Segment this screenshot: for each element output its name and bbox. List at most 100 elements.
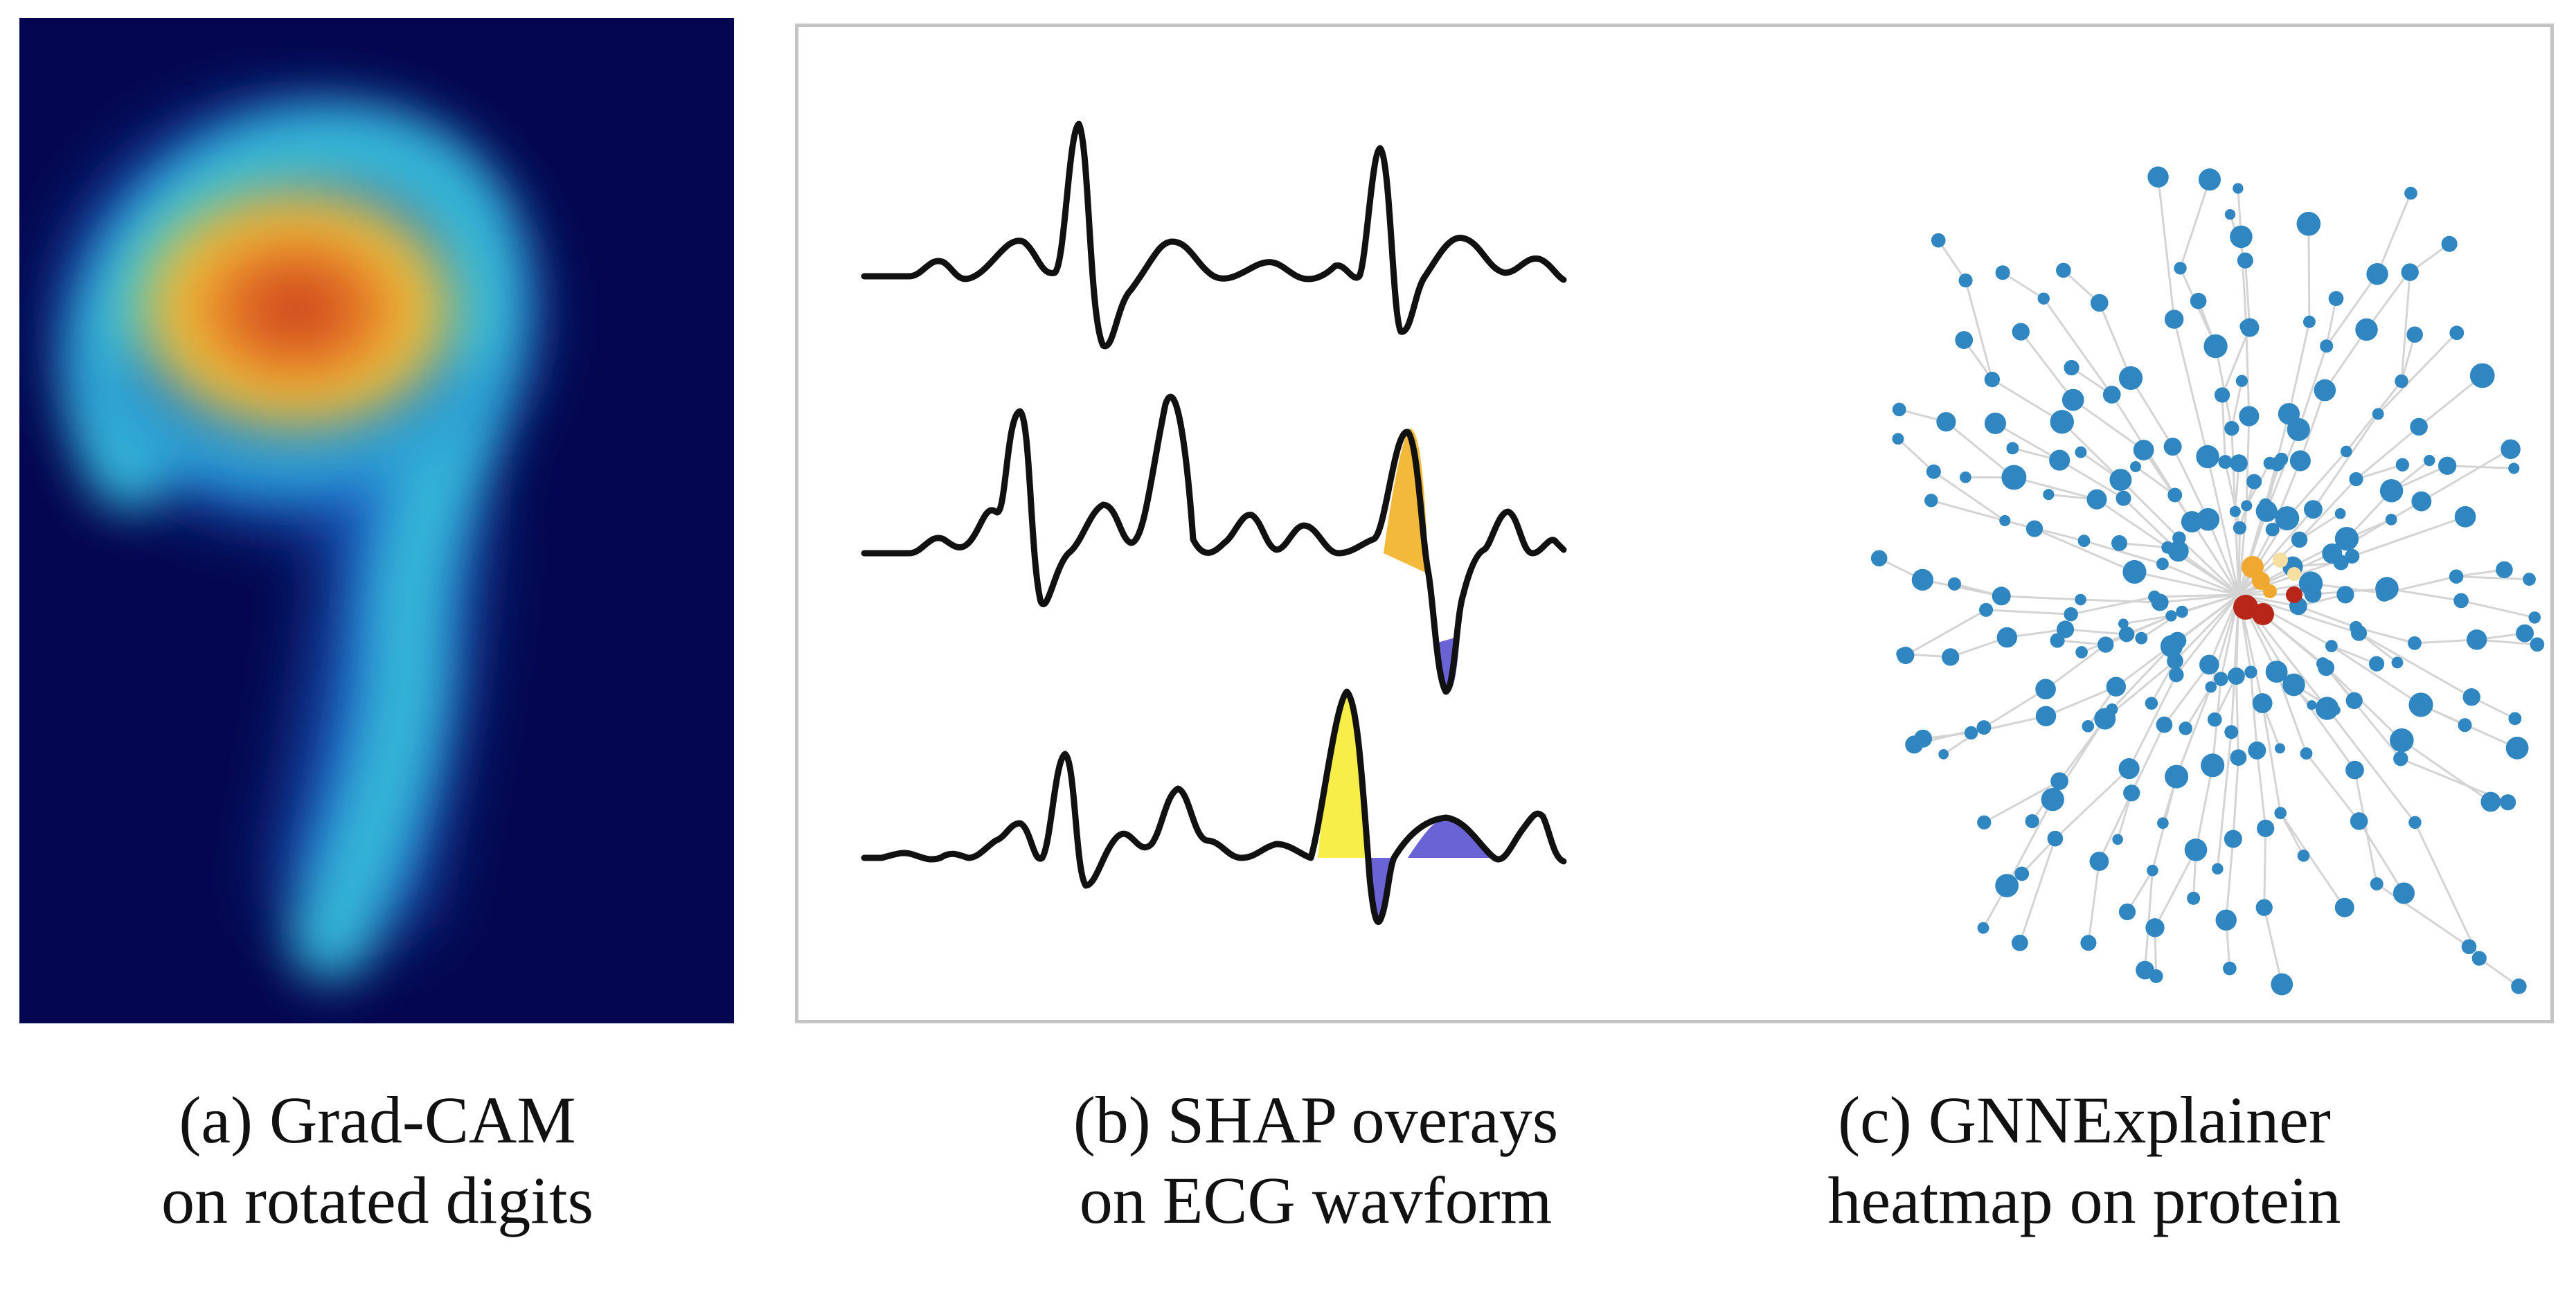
graph-node <box>2167 487 2183 503</box>
graph-node <box>2165 764 2189 789</box>
graph-node <box>2064 359 2079 376</box>
graph-node <box>2145 918 2165 937</box>
graph-edge <box>1983 780 2060 824</box>
graph-node <box>2508 712 2522 726</box>
graph-node <box>2164 309 2184 329</box>
graph-edge <box>2356 463 2403 481</box>
graph-edge <box>1922 578 2002 598</box>
graph-node <box>1936 412 1956 432</box>
graph-node <box>2056 620 2075 638</box>
graph-node <box>1979 602 1994 617</box>
graph-node <box>2047 830 2064 847</box>
graph-node <box>2395 374 2408 388</box>
graph-node <box>2230 454 2248 472</box>
graph-edge <box>2237 539 2300 596</box>
graph-node <box>2401 263 2419 281</box>
graph-node <box>2187 891 2201 905</box>
graph-edge <box>2331 645 2422 706</box>
graph-edge <box>2245 415 2251 506</box>
graph-node <box>1995 265 2010 280</box>
graph-edge <box>2460 600 2535 619</box>
graph-edge <box>2080 598 2161 604</box>
graph-node <box>1977 922 1989 934</box>
graph-node <box>2297 850 2310 862</box>
graph-node <box>1995 874 2019 897</box>
graph-node <box>2248 741 2266 760</box>
graph-edge <box>2286 451 2347 519</box>
graph-edge <box>2288 321 2311 415</box>
graph-edge <box>2224 461 2241 528</box>
graph-node <box>2255 899 2273 916</box>
graph-edge <box>2263 828 2267 908</box>
graph-node <box>2395 458 2410 472</box>
graph-edge <box>2230 594 2240 733</box>
graph-node <box>2322 543 2343 564</box>
graph-node <box>1958 273 1973 288</box>
graph-node <box>2035 706 2057 726</box>
graph-node <box>1984 371 2001 388</box>
graph-edge <box>2021 838 2056 874</box>
graph-node <box>2274 807 2287 820</box>
graph-edge <box>2043 298 2113 395</box>
graph-node <box>2001 465 2027 490</box>
graph-node <box>2167 540 2189 562</box>
graph-edge <box>1945 421 2015 478</box>
graph-edge <box>2135 465 2176 496</box>
graph-node <box>2461 939 2477 955</box>
graph-node <box>2241 500 2253 512</box>
graph-node <box>2244 665 2257 679</box>
graph-edge <box>2230 380 2243 429</box>
graph-node <box>1947 577 1962 591</box>
graph-node <box>2282 673 2305 697</box>
graph-edge <box>2172 446 2210 520</box>
graph-node <box>2291 531 2308 548</box>
graph-edge <box>1983 688 2046 728</box>
graph-node <box>2349 472 2363 487</box>
graph-node <box>2106 703 2118 715</box>
graph-edge <box>2123 614 2172 625</box>
graph-edge <box>2478 957 2520 987</box>
graph-edge <box>2144 870 2154 971</box>
graph-node <box>2080 935 2097 951</box>
graph-node <box>2165 610 2177 622</box>
graph-edge <box>2354 769 2378 884</box>
graph-node <box>2350 812 2368 830</box>
shap-negative-overlay-3b <box>1408 817 1494 858</box>
graph-node <box>1938 749 1949 760</box>
graph-edge <box>2005 798 2054 886</box>
graph-node <box>2184 838 2208 861</box>
graph-edge <box>2418 375 2483 428</box>
graph-node <box>2462 688 2480 706</box>
graph-node <box>2229 505 2241 517</box>
graph-node <box>2075 446 2087 458</box>
graph-node <box>2275 743 2285 754</box>
caption-shap-line1: (b) SHAP overays <box>1073 1083 1559 1157</box>
graph-node <box>1911 568 1934 591</box>
graph-node <box>1905 735 1924 754</box>
graph-node <box>2314 379 2336 402</box>
gradcam-heatmap <box>19 18 734 1023</box>
graph-nodes <box>1870 166 2545 996</box>
graph-node <box>2133 440 2154 460</box>
graph-edge <box>2179 179 2211 269</box>
graph-node <box>2163 438 2182 456</box>
important-nodes <box>2233 553 2302 625</box>
graph-edge <box>2358 820 2405 894</box>
graph-node <box>2408 692 2433 717</box>
graph-edge <box>2331 645 2377 665</box>
graph-node <box>2224 208 2236 220</box>
graph-node <box>2228 667 2245 685</box>
graph-edge <box>2312 413 2379 510</box>
graph-node <box>1926 464 1941 479</box>
graph-edge <box>1905 609 1987 656</box>
graph-node <box>2156 557 2169 571</box>
graph-node <box>2006 442 2019 455</box>
graph-node <box>2233 183 2244 194</box>
graph-node <box>2224 829 2242 848</box>
graph-node <box>2411 491 2432 512</box>
graph-node <box>2453 593 2469 609</box>
graph-edge <box>2401 739 2492 803</box>
graph-edge <box>2119 541 2168 549</box>
graph-node <box>2012 323 2030 341</box>
ecg-trace-2 <box>861 393 1567 695</box>
